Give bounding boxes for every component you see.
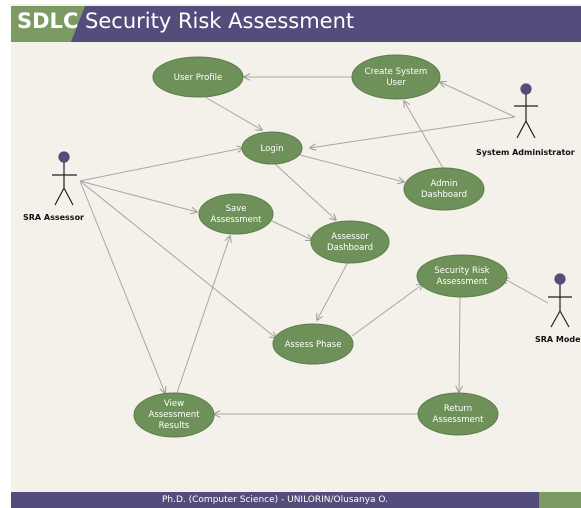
- use-case-user-profile[interactable]: [152, 56, 244, 98]
- edge-profile-login: [204, 96, 262, 130]
- use-case-label-line: Assessment: [149, 410, 201, 420]
- edge-view-save: [176, 236, 230, 394]
- actor-sra-assessor[interactable]: [52, 151, 77, 206]
- use-case-label-line: Results: [159, 421, 190, 431]
- edge-admin-login: [310, 116, 516, 148]
- actor-label-assessor: SRA Assessor: [23, 213, 84, 222]
- use-case-label-line: Assessor: [331, 232, 369, 242]
- use-case-security-risk-assessment[interactable]: [416, 254, 508, 298]
- edge-sra-return: [459, 296, 460, 392]
- actor-sra-moderator[interactable]: [548, 273, 572, 328]
- use-case-label-line: Security Risk: [434, 266, 489, 276]
- use-case-label-line: Save: [226, 204, 247, 214]
- use-case-return-assessment[interactable]: [417, 392, 499, 436]
- use-case-assessor-dashboard[interactable]: [310, 220, 390, 264]
- use-case-view-assessment-results[interactable]: [133, 392, 215, 438]
- use-case-label-line: Login: [261, 144, 284, 154]
- slide-title: SDLC Security Risk Assessment: [17, 9, 354, 33]
- footer-text: Ph.D. (Computer Science) - UNILORIN/Olus…: [161, 495, 389, 505]
- title-prefix: SDLC: [17, 9, 79, 33]
- use-case-label-line: Assessment: [433, 415, 485, 425]
- use-case-label: Login: [261, 144, 284, 154]
- use-case-label: Assess Phase: [285, 340, 342, 350]
- actor-head-icon: [58, 151, 70, 163]
- edge-save-assessor-dash: [271, 220, 312, 240]
- title-accent-tip: [71, 6, 85, 42]
- edge-login-admin: [299, 154, 404, 182]
- use-case-label: User Profile: [174, 73, 223, 83]
- use-case-admin-dashboard[interactable]: [403, 167, 485, 211]
- use-case-label-line: Dashboard: [327, 243, 373, 253]
- use-case-label-line: View: [164, 399, 184, 409]
- title-bar: [11, 6, 581, 42]
- use-case-label-line: Return: [444, 404, 472, 414]
- use-case-label-line: User Profile: [174, 73, 223, 83]
- use-case-label-line: User: [386, 78, 406, 88]
- edge-assess-sra: [351, 284, 423, 337]
- use-case-label-line: Assessment: [437, 277, 489, 287]
- edge-admin-create: [440, 82, 516, 118]
- actor-label-moderator: SRA Mode: [535, 335, 581, 344]
- title-accent: [11, 6, 71, 42]
- actor-head-icon: [520, 83, 532, 95]
- edge-moderator-sra: [503, 278, 549, 304]
- edge-assessor-view: [79, 180, 165, 393]
- use-case-label-line: Create System: [365, 67, 428, 77]
- use-case-create-system-user[interactable]: [351, 54, 441, 100]
- actor-system-administrator[interactable]: [514, 83, 538, 139]
- edge-assessor-dash-assess: [317, 261, 349, 320]
- actor-head-icon: [554, 273, 566, 285]
- use-case-label-line: Assess Phase: [285, 340, 342, 350]
- use-case-assess-phase[interactable]: [272, 323, 354, 365]
- footer-bar: [11, 492, 539, 508]
- title-text: Security Risk Assessment: [78, 9, 355, 33]
- edge-assessor-save: [79, 180, 197, 212]
- edge-assessor-assess: [79, 180, 276, 338]
- footer-accent: [539, 492, 581, 508]
- edge-assessor-login: [79, 148, 243, 182]
- use-case-login[interactable]: [241, 131, 303, 165]
- edge-admin-dash-create: [404, 101, 444, 169]
- edge-login-assessor-dash: [274, 163, 336, 220]
- actor-label-admin: System Administrator: [476, 148, 575, 157]
- use-case-save-assessment[interactable]: [198, 193, 274, 235]
- use-case-label-line: Assessment: [211, 215, 263, 225]
- use-case-label-line: Admin: [430, 179, 457, 189]
- use-case-label-line: Dashboard: [421, 190, 467, 200]
